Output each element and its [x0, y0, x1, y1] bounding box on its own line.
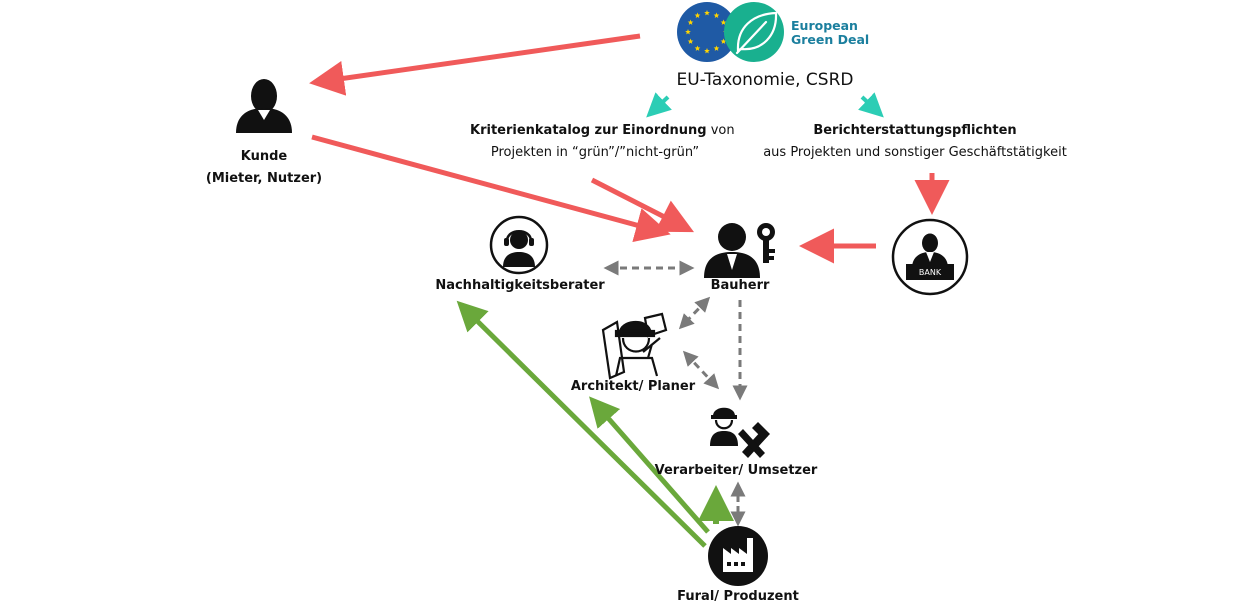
criteria-line1: Kriterienkatalog zur Einordnung von: [470, 120, 735, 142]
eu-star: [685, 29, 691, 35]
arrow-kunde-to-bauherr: [311, 134, 671, 243]
logo-text-line1: European: [791, 18, 858, 33]
criteria-rest: von: [706, 123, 735, 138]
bank-sign-label: BANK: [918, 268, 942, 277]
leaf-icon: [735, 11, 778, 55]
reporting-line2: aus Projekten und sonstiger Geschäftstät…: [763, 145, 1067, 160]
eu-star: [713, 45, 720, 51]
criteria-line2: Projekten in “grün”/”nicht-grün”: [490, 145, 700, 160]
eu-star: [713, 12, 720, 18]
owner-with-key-icon: [704, 223, 775, 278]
worker-tools-icon: [710, 407, 770, 458]
architect-icon: [601, 312, 668, 380]
eu-star: [694, 45, 701, 51]
logo-text-line2: Green Deal: [791, 32, 870, 47]
reporting-text: Berichterstattungspflichten aus Projekte…: [760, 120, 1070, 164]
architekt-label: Architekt/ Planer: [570, 379, 696, 394]
verarbeiter-label: Verarbeiter/ Umsetzer: [654, 463, 818, 478]
factory-icon: [708, 526, 768, 586]
eu-star: [694, 12, 701, 18]
headset-consultant-icon: [489, 215, 549, 275]
bauherr-label: Bauherr: [710, 278, 770, 293]
bank-clerk-icon: [891, 218, 969, 296]
person-icon: [236, 79, 292, 133]
eu-star: [687, 38, 694, 44]
link-architekt-verarbeiter: [682, 350, 720, 390]
green-deal-leaf-circle: [724, 2, 784, 62]
criteria-bold: Kriterienkatalog zur Einordnung: [470, 123, 707, 138]
arrow-greendeal-to-kunde: [309, 33, 641, 96]
arrow-produzent-to-architekt: [589, 396, 710, 534]
european-green-deal-logo: [677, 2, 784, 62]
eu-star: [704, 48, 710, 54]
taxonomy-title: EU-Taxonomie, CSRD: [676, 70, 854, 90]
logo-text: European Green Deal: [791, 19, 869, 47]
eu-star: [687, 19, 694, 25]
eu-star: [720, 19, 727, 25]
link-bauherr-architekt: [678, 296, 711, 330]
eu-flag-circle: [677, 2, 737, 62]
produzent-label: Fural/ Produzent: [677, 589, 799, 604]
eu-star: [704, 10, 710, 16]
arrow-produzent-to-berater: [456, 300, 707, 548]
eu-star: [720, 38, 727, 44]
arrow-taxonomy-to-criteria: [646, 92, 672, 118]
arrow-criteria-to-bauherr: [590, 177, 695, 233]
arrow-taxonomy-to-reporting: [858, 92, 884, 118]
kunde-sublabel: (Mieter, Nutzer): [205, 171, 323, 186]
berater-label: Nachhaltigkeitsberater: [435, 278, 605, 293]
criteria-text: Kriterienkatalog zur Einordnung von Proj…: [470, 120, 735, 164]
reporting-line1: Berichterstattungspflichten: [813, 123, 1017, 138]
kunde-label: Kunde: [240, 149, 288, 164]
